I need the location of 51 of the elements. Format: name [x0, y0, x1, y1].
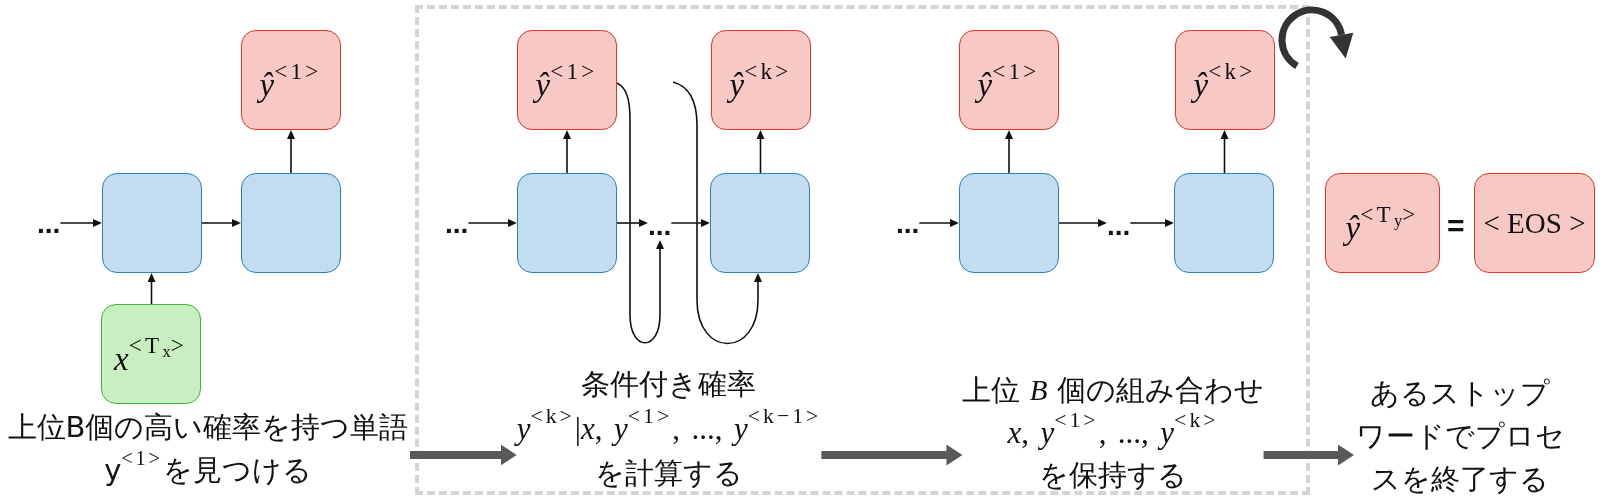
output-box — [1325, 173, 1440, 273]
output-symbol: ŷ$^{<1>}$ — [974, 57, 1041, 106]
rnn-cell — [710, 173, 810, 273]
arrow — [1058, 219, 1108, 227]
rnn-cell — [1174, 173, 1274, 273]
step-caption: あるストップワードでプロセスを終了する — [1354, 372, 1566, 500]
output-box — [241, 30, 341, 130]
output-box — [959, 30, 1059, 130]
step-caption: 上位B個の高い確率を持つ単語y$^{<1>}$を見つける — [6, 406, 410, 492]
input-box — [101, 304, 201, 404]
formula: y$^{<k>}$|x, y$^{<1>}$, ..., y$^{<k−1>}$ — [516, 406, 822, 448]
arrow — [756, 129, 765, 174]
formula: x, y$^{<1>}$, ..., y$^{<k>}$ — [1007, 411, 1219, 452]
token-text: < EOS > — [1482, 205, 1587, 241]
arrow — [467, 219, 518, 227]
ellipsis: ... — [445, 210, 469, 238]
curved-arrow — [672, 81, 762, 345]
ellipsis: ... — [1107, 212, 1131, 240]
arrow — [616, 219, 649, 227]
arrow — [1129, 219, 1175, 227]
ellipsis: ... — [896, 210, 920, 238]
output-box — [517, 30, 617, 130]
equals-sign: = — [1447, 211, 1465, 241]
arrow — [1005, 129, 1013, 174]
output-box — [711, 30, 811, 130]
arrow — [147, 272, 156, 305]
arrow — [670, 219, 711, 227]
step-caption: 上位 B 個の組み合わせ — [962, 372, 1264, 409]
output-symbol: ŷ$^{<1>}$ — [532, 57, 599, 106]
arrow — [287, 129, 295, 174]
output-symbol: ŷ$^{<k>}$ — [1190, 57, 1257, 106]
step-caption: 条件付き確率 — [581, 366, 757, 403]
dashed-frame — [415, 5, 1310, 495]
rnn-cell — [517, 173, 617, 273]
ellipsis: ... — [648, 212, 672, 240]
ellipsis: ... — [37, 210, 61, 238]
arrow — [563, 129, 571, 174]
rnn-cell — [959, 173, 1059, 273]
output-box — [1474, 173, 1595, 273]
arrow — [59, 219, 103, 227]
rnn-cell — [102, 173, 202, 273]
output-box — [1175, 30, 1275, 130]
output-symbol: ŷ$^{<k>}$ — [726, 57, 793, 106]
step-caption: を計算する — [595, 455, 743, 492]
step-caption: を保持する — [1039, 457, 1187, 494]
rnn-cell — [241, 173, 341, 273]
output-symbol: ŷ$^{<1>}$ — [256, 57, 323, 106]
arrow — [1220, 129, 1229, 174]
arrow — [918, 219, 960, 227]
arrow — [201, 219, 242, 227]
curved-arrow — [616, 82, 664, 344]
